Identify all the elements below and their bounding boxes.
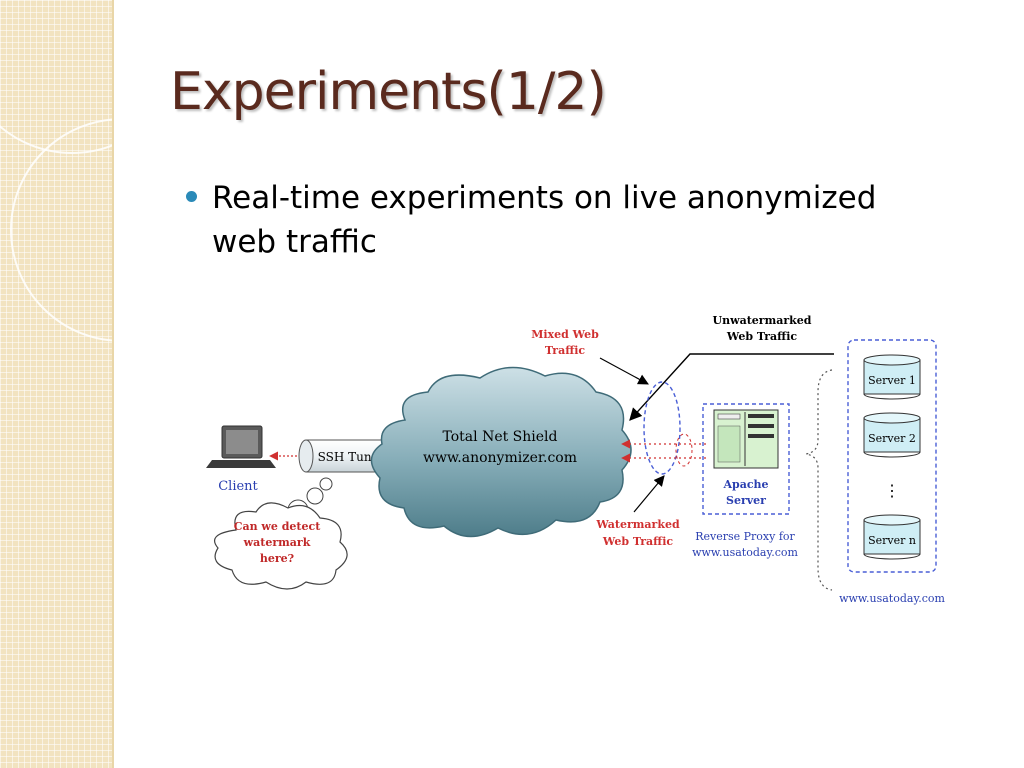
laptop-icon bbox=[206, 425, 276, 468]
server-n-label: Server n bbox=[868, 534, 916, 547]
cloud-line-1: Total Net Shield bbox=[442, 429, 557, 445]
mixed-traffic-line-2: Traffic bbox=[545, 344, 586, 357]
server-farm-box bbox=[847, 339, 937, 573]
thought-line-2: watermark bbox=[243, 536, 311, 549]
thought-line-3: here? bbox=[260, 552, 294, 565]
apache-line-2: Server bbox=[726, 494, 766, 507]
server-2-label: Server 2 bbox=[868, 432, 916, 445]
mixed-traffic-line-1: Mixed Web bbox=[531, 328, 599, 341]
watermarked-traffic-arrow bbox=[633, 475, 665, 513]
apache-line-1: Apache bbox=[722, 478, 768, 491]
reverse-proxy-line-1: Reverse Proxy for bbox=[695, 530, 795, 543]
bullet-dot-icon bbox=[186, 191, 197, 202]
server-ellipsis: ⋮ bbox=[884, 481, 900, 500]
cloud-shape bbox=[370, 366, 632, 538]
apache-server-box bbox=[702, 403, 790, 515]
client-label: Client bbox=[218, 479, 258, 494]
cloud-line-2: www.anonymizer.com bbox=[423, 450, 577, 466]
reverse-proxy-line-2: www.usatoday.com bbox=[692, 546, 798, 559]
unwatermarked-line-2: Web Traffic bbox=[726, 330, 797, 343]
observation-point-inner bbox=[675, 433, 693, 467]
thought-line-1: Can we detect bbox=[234, 520, 321, 533]
thought-bubble bbox=[214, 477, 348, 590]
decorative-side-band bbox=[0, 0, 112, 768]
server-2-icon bbox=[863, 412, 921, 458]
bullet-text: Real-time experiments on live anonymized… bbox=[212, 180, 877, 260]
side-band-edge bbox=[112, 0, 114, 768]
bullet-list: Real-time experiments on live anonymized… bbox=[186, 176, 886, 264]
unwatermarked-line-1: Unwatermarked bbox=[713, 314, 812, 327]
watermarked-line-2: Web Traffic bbox=[602, 535, 673, 548]
bullet-item: Real-time experiments on live anonymized… bbox=[186, 176, 886, 264]
unwatermarked-traffic-arrow bbox=[629, 353, 834, 421]
server-n-icon bbox=[863, 514, 921, 560]
server-group-brace bbox=[805, 369, 833, 591]
usatoday-label: www.usatoday.com bbox=[839, 592, 945, 605]
server-1-icon bbox=[863, 354, 921, 400]
mixed-traffic-arrow bbox=[599, 357, 649, 385]
slide-title: Experiments(1/2) bbox=[170, 62, 607, 122]
apache-server-icon bbox=[713, 409, 779, 469]
watermarked-line-1: Watermarked bbox=[595, 518, 680, 531]
observation-point-ellipse bbox=[643, 381, 681, 475]
server-1-label: Server 1 bbox=[868, 374, 916, 387]
